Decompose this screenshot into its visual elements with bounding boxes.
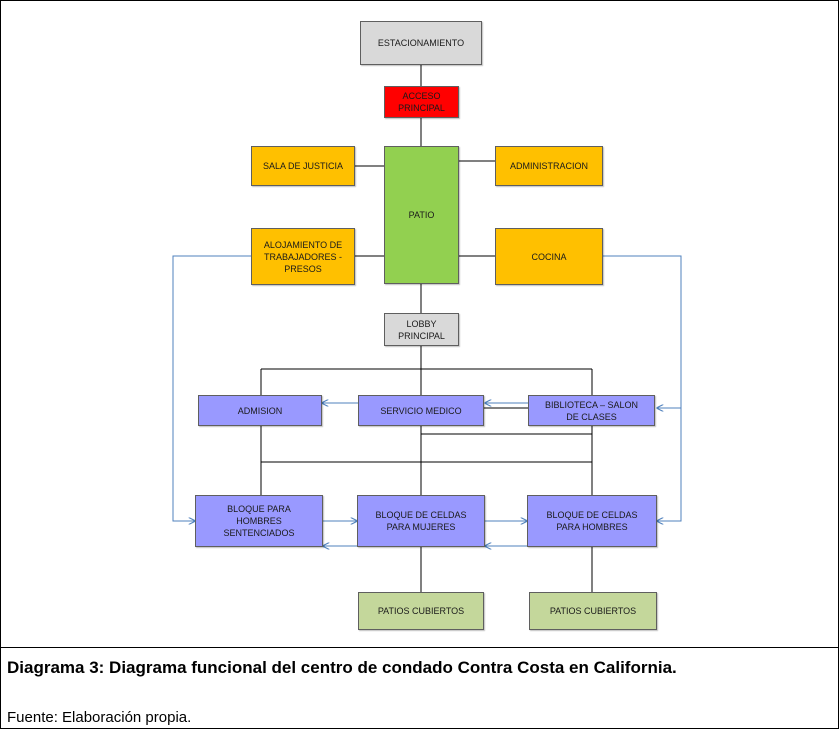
functional-diagram: ESTACIONAMIENTO ACCESO PRINCIPAL SALA DE…	[1, 1, 838, 648]
arrow-cocina-biblioteca	[603, 255, 682, 408]
diagram-caption: Diagrama 3: Diagrama funcional del centr…	[7, 658, 677, 677]
connector-lines	[172, 65, 682, 592]
node-cocina: COCINA	[495, 228, 603, 285]
node-biblioteca: BIBLIOTECA – SALON DE CLASES	[528, 395, 655, 426]
node-bloque-hombres: BLOQUE DE CELDAS PARA HOMBRES	[527, 495, 657, 547]
node-administracion: ADMINISTRACION	[495, 146, 603, 186]
node-bloque-sentenciados: BLOQUE PARA HOMBRES SENTENCIADOS	[195, 495, 323, 547]
arrow-cocina-hombres	[657, 408, 682, 521]
node-admision: ADMISION	[198, 395, 322, 426]
node-sala-de-justicia: SALA DE JUSTICIA	[251, 146, 355, 186]
node-alojamiento: ALOJAMIENTO DE TRABAJADORES - PRESOS	[251, 228, 355, 285]
node-acceso-principal: ACCESO PRINCIPAL	[384, 86, 459, 118]
node-servicio-medico: SERVICIO MEDICO	[358, 395, 484, 426]
node-lobby-principal: LOBBY PRINCIPAL	[384, 313, 459, 346]
diagram-source: Fuente: Elaboración propia.	[7, 709, 192, 726]
node-patio: PATIO	[384, 146, 459, 284]
node-bloque-mujeres: BLOQUE DE CELDAS PARA MUJERES	[357, 495, 485, 547]
arrow-alojamiento-sentenciados	[172, 255, 251, 521]
node-estacionamiento: ESTACIONAMIENTO	[360, 21, 482, 65]
node-patios-cubiertos-1: PATIOS CUBIERTOS	[358, 592, 484, 630]
node-patios-cubiertos-2: PATIOS CUBIERTOS	[529, 592, 657, 630]
